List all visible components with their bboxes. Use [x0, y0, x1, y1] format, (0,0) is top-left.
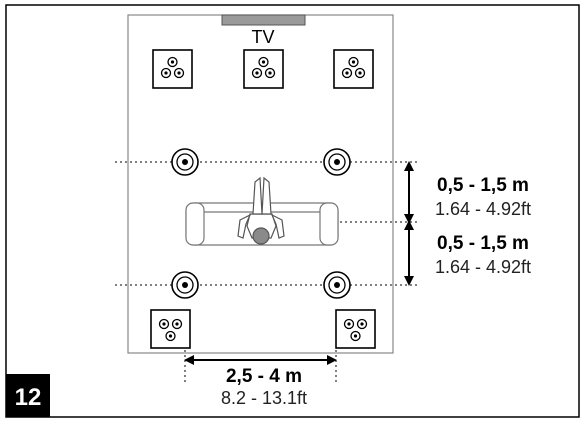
rear-left-round-speaker-icon	[171, 271, 199, 299]
rear-distance-imperial: 1.64 - 4.92ft	[435, 257, 531, 277]
front-distance-metric: 0,5 - 1,5 m	[437, 175, 529, 196]
rear-width-metric: 2,5 - 4 m	[226, 366, 302, 387]
figure-frame	[5, 4, 580, 418]
front-center-speaker-icon	[243, 49, 284, 89]
front-right-speaker-icon	[333, 49, 374, 89]
rear-distance-metric: 0,5 - 1,5 m	[437, 233, 529, 254]
tv-bar	[221, 14, 306, 26]
side-left-speaker-icon	[171, 148, 199, 176]
side-right-speaker-icon	[323, 148, 351, 176]
front-left-speaker-icon	[152, 49, 193, 89]
tv-label: TV	[251, 27, 274, 47]
person-on-sofa-icon	[185, 176, 339, 246]
front-distance-imperial: 1.64 - 4.92ft	[435, 199, 531, 219]
rear-right-speaker-icon	[335, 309, 376, 349]
rear-width-imperial: 8.2 - 13.1ft	[221, 388, 307, 408]
figure-number-badge	[6, 374, 50, 417]
figure-number: 12	[15, 384, 42, 411]
rear-left-speaker-icon	[150, 309, 191, 349]
rear-right-round-speaker-icon	[323, 271, 351, 299]
